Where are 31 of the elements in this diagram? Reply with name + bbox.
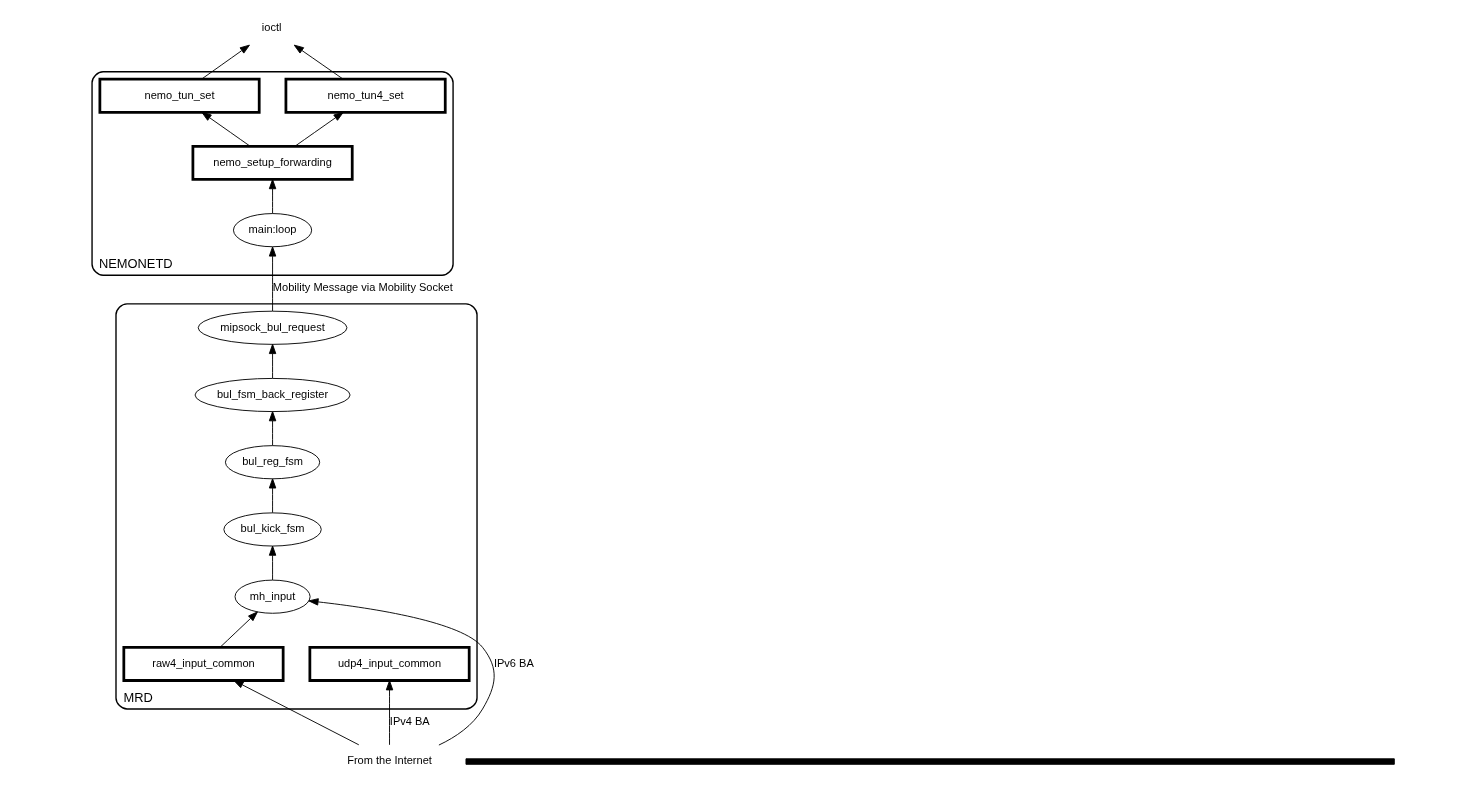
node-box: udp4_input_common — [308, 645, 471, 682]
node-ellipse: bul_kick_fsm — [223, 512, 322, 547]
arrow — [201, 111, 251, 147]
arrow — [268, 343, 277, 379]
arrow — [268, 545, 277, 581]
arrow — [268, 179, 277, 214]
edge-label: IPv6 BA — [493, 656, 534, 669]
node-bar — [465, 758, 1395, 765]
node-box: raw4_input_common — [122, 645, 285, 682]
arrow — [233, 680, 360, 746]
node-text: ioctl — [261, 21, 282, 34]
node-ellipse: mipsock_bul_request — [197, 310, 348, 345]
node-box: nemo_setup_forwarding — [191, 144, 354, 181]
node-text: From the Internet — [347, 754, 432, 767]
arrow — [294, 111, 344, 147]
node-box: nemo_tun_set — [98, 77, 261, 114]
node-ellipse: bul_fsm_back_register — [194, 377, 351, 413]
edge-label: Mobility Message via Mobility Socket — [272, 281, 453, 294]
arrow — [268, 478, 277, 514]
edge-label: IPv4 BA — [389, 715, 430, 728]
arrow — [385, 680, 394, 746]
arrow — [308, 598, 495, 746]
node-ellipse: bul_reg_fsm — [224, 445, 321, 480]
node-box: nemo_tun4_set — [284, 77, 447, 114]
arrow — [268, 411, 277, 446]
arrow — [219, 611, 258, 648]
arrow — [268, 246, 277, 312]
arrow — [293, 44, 344, 80]
node-ellipse: main:loop — [233, 213, 313, 248]
arrow — [201, 44, 250, 80]
node-ellipse: mh_input — [234, 579, 311, 614]
